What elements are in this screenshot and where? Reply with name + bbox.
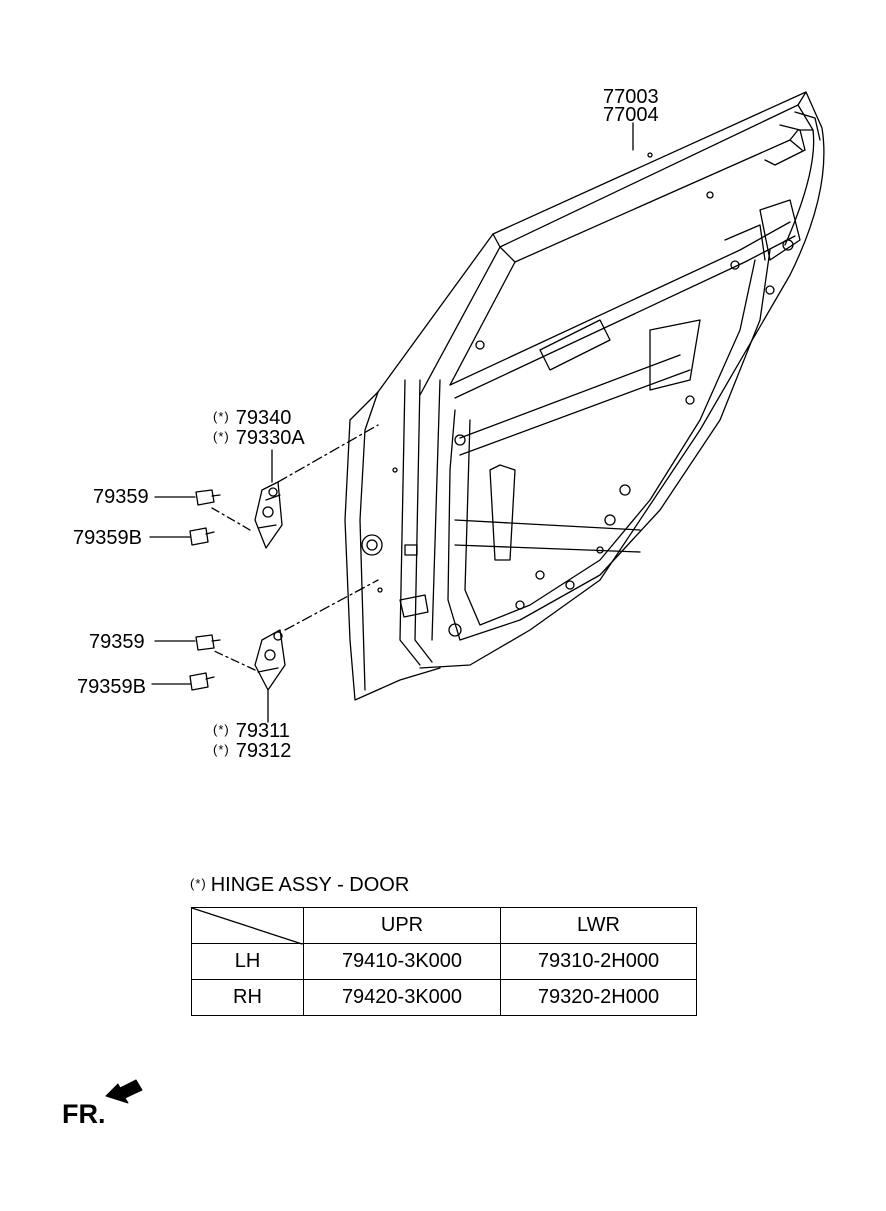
asterisk-marker: (*) — [213, 429, 230, 444]
asterisk-marker: (*) — [190, 876, 207, 891]
lower-bolts — [151, 634, 221, 691]
door-panel — [344, 91, 825, 701]
row-header-lh: LH — [191, 943, 304, 980]
asterisk-marker: (*) — [213, 742, 230, 757]
asterisk-marker: (*) — [213, 722, 230, 737]
cell-lh-lwr: 79310-2H000 — [500, 943, 697, 980]
column-header-lwr: LWR — [500, 907, 697, 944]
table-row: LH 79410-3K000 79310-2H000 — [191, 943, 697, 980]
row-header-rh: RH — [191, 979, 304, 1016]
part-label-77003: 77003 — [603, 86, 659, 108]
table-corner-cell — [191, 907, 304, 944]
front-arrow-icon — [105, 1079, 143, 1104]
asterisk-marker: (*) — [213, 409, 230, 424]
hinge-table-title: (*)HINGE ASSY - DOOR — [190, 874, 410, 896]
part-label-79359-lower: 79359 — [89, 631, 145, 653]
part-label-79340: (*)79340 — [213, 407, 292, 429]
part-label-79312: (*)79312 — [213, 740, 292, 762]
table-header-row: UPR LWR — [191, 907, 697, 944]
part-label-77004: 77004 — [603, 104, 659, 126]
hinge-table: UPR LWR LH 79410-3K000 79310-2H000 RH 79… — [191, 907, 697, 1016]
lower-hinge — [211, 579, 379, 723]
part-label-79311: (*)79311 — [213, 720, 290, 742]
table-row: RH 79420-3K000 79320-2H000 — [191, 979, 697, 1016]
front-indicator-label: FR. — [62, 1099, 106, 1129]
cell-rh-upr: 79420-3K000 — [303, 979, 501, 1016]
upper-hinge — [211, 424, 379, 549]
part-label-79359b-upper: 79359B — [73, 527, 142, 549]
upper-bolts — [149, 489, 221, 546]
cell-rh-lwr: 79320-2H000 — [500, 979, 697, 1016]
part-label-79330a: (*)79330A — [213, 427, 305, 449]
cell-lh-upr: 79410-3K000 — [303, 943, 501, 980]
part-label-79359b-lower: 79359B — [77, 676, 146, 698]
part-label-79359-upper: 79359 — [93, 486, 149, 508]
column-header-upr: UPR — [303, 907, 501, 944]
